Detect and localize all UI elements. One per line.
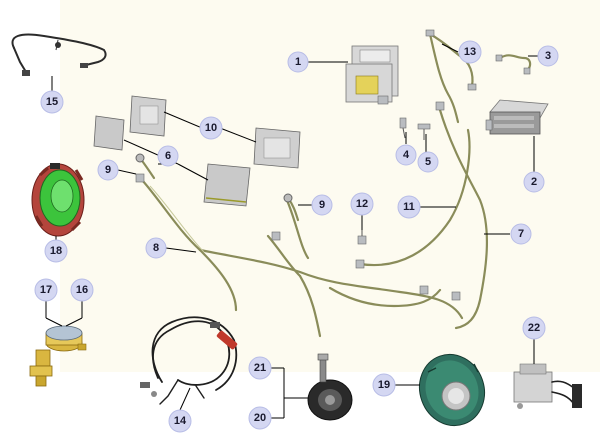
- callout-16[interactable]: 16: [70, 278, 94, 302]
- callout-10[interactable]: 10: [199, 116, 223, 140]
- callout-label: 12: [356, 198, 368, 210]
- callout-8[interactable]: 8: [145, 237, 167, 259]
- callout-label: 9: [105, 164, 111, 176]
- callout-label: 19: [378, 379, 390, 391]
- callout-7[interactable]: 7: [510, 223, 532, 245]
- callout-label: 5: [425, 156, 431, 168]
- callout-19[interactable]: 19: [372, 373, 396, 397]
- callout-1[interactable]: 1: [287, 51, 309, 73]
- callout-label: 13: [464, 46, 476, 58]
- relay-module-part[interactable]: [513, 363, 582, 409]
- callout-label: 1: [295, 56, 301, 68]
- head-unit-part[interactable]: [345, 45, 399, 105]
- clip-connector-part[interactable]: [399, 117, 407, 139]
- tweeter-lead-part[interactable]: [135, 153, 300, 222]
- callout-label: 21: [254, 362, 266, 374]
- callout-label: 17: [40, 284, 52, 296]
- callout-label: 18: [50, 245, 62, 257]
- callout-20[interactable]: 20: [248, 406, 272, 430]
- callout-9-center[interactable]: 9: [311, 194, 333, 216]
- callout-label: 22: [528, 322, 540, 334]
- callout-18[interactable]: 18: [44, 239, 68, 263]
- callout-label: 9: [319, 199, 325, 211]
- leader-lines: [45, 43, 538, 419]
- callout-label: 8: [153, 242, 159, 254]
- woofer-speaker-part[interactable]: [31, 163, 85, 237]
- callout-11[interactable]: 11: [397, 195, 421, 219]
- horn-part[interactable]: [307, 353, 353, 421]
- display-panel-small-part[interactable]: [93, 115, 251, 207]
- callout-label: 2: [531, 176, 537, 188]
- callout-15[interactable]: 15: [40, 90, 64, 114]
- callout-label: 15: [46, 96, 58, 108]
- callout-label: 10: [205, 122, 217, 134]
- antenna-cable-part[interactable]: [140, 316, 238, 405]
- display-panel-large-part[interactable]: [129, 95, 301, 169]
- sensor-plug-part[interactable]: [357, 228, 367, 245]
- callout-9-left[interactable]: 9: [97, 159, 119, 181]
- callout-label: 3: [545, 50, 551, 62]
- callout-21[interactable]: 21: [248, 356, 272, 380]
- callout-label: 11: [403, 201, 415, 213]
- oval-speaker-part[interactable]: [410, 345, 495, 435]
- callout-label: 4: [403, 149, 410, 161]
- callout-2[interactable]: 2: [523, 171, 545, 193]
- amplifier-part[interactable]: [485, 99, 549, 135]
- callout-17[interactable]: 17: [34, 278, 58, 302]
- main-harness-part[interactable]: [135, 101, 488, 338]
- callout-14[interactable]: 14: [168, 409, 192, 433]
- callout-4[interactable]: 4: [395, 144, 417, 166]
- callout-3[interactable]: 3: [537, 45, 559, 67]
- callout-12[interactable]: 12: [350, 192, 374, 216]
- callout-label: 16: [76, 284, 88, 296]
- callout-22[interactable]: 22: [522, 316, 546, 340]
- pump-part[interactable]: [29, 325, 87, 387]
- callout-6[interactable]: 6: [157, 145, 179, 167]
- antenna-lead-part[interactable]: [11, 33, 107, 77]
- callout-label: 20: [254, 412, 266, 424]
- callout-label: 6: [165, 150, 171, 162]
- callout-5[interactable]: 5: [417, 151, 439, 173]
- callout-label: 14: [174, 415, 187, 427]
- callout-label: 7: [518, 228, 524, 240]
- connector-fuse-part[interactable]: [417, 123, 431, 140]
- small-jumper-part[interactable]: [495, 54, 532, 75]
- callout-13[interactable]: 13: [458, 40, 482, 64]
